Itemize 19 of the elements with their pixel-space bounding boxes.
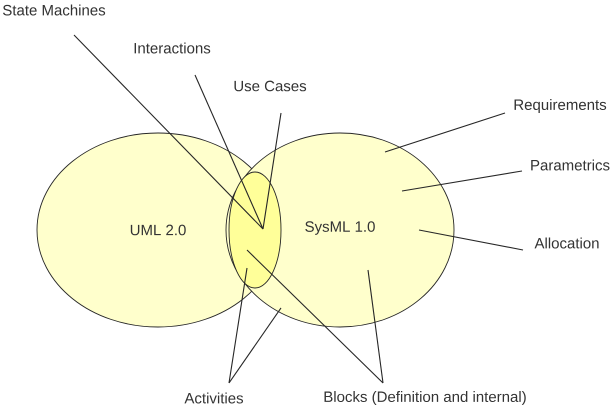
leader-line <box>367 270 384 384</box>
leader-line <box>402 170 522 192</box>
leader-line <box>228 308 282 384</box>
callout-label: Blocks (Definition and internal) <box>324 391 526 405</box>
leader-line <box>246 250 384 384</box>
overlap-ellipse <box>228 172 282 288</box>
callout-label: Requirements <box>514 99 606 113</box>
leader-line <box>418 229 524 251</box>
callout-label: Allocation <box>534 238 599 248</box>
leader-line <box>228 268 248 384</box>
leader-line <box>384 112 506 153</box>
callout-label: Interactions <box>134 42 210 54</box>
callout-label: Use Cases <box>234 80 306 92</box>
callout-label: Activities <box>184 392 244 404</box>
callout-label: State Machines <box>2 4 106 16</box>
leader-line <box>194 74 264 230</box>
callout-label: Parametrics <box>531 160 610 170</box>
leader-line <box>262 112 282 230</box>
leader-line <box>74 34 264 230</box>
